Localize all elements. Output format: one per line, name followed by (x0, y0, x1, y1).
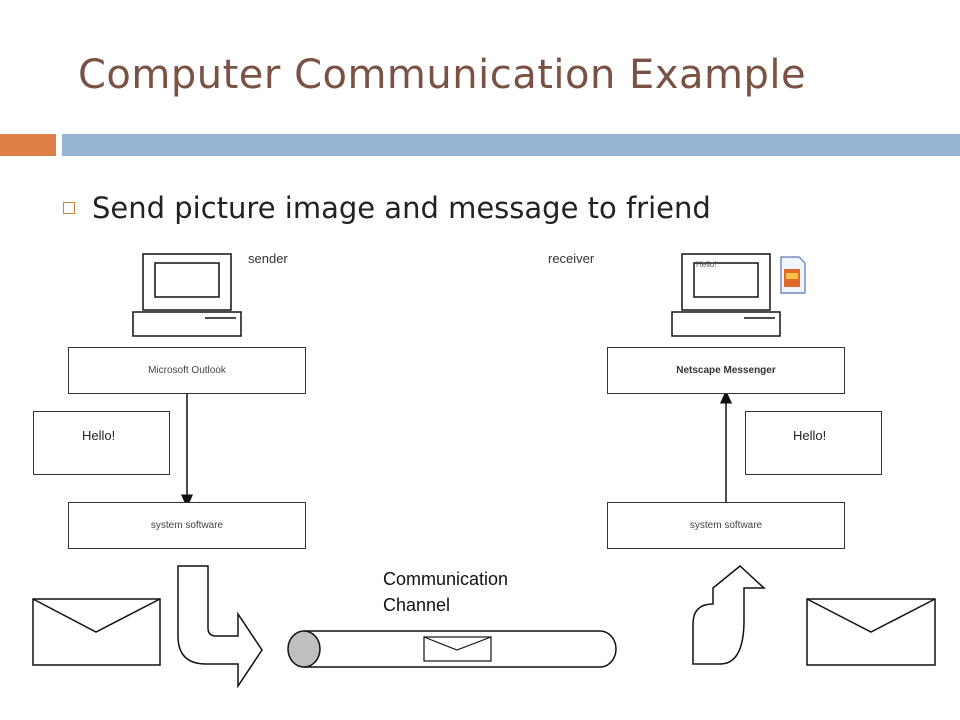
header-bar (62, 134, 960, 156)
sender-app-label: Microsoft Outlook (148, 365, 226, 376)
receiver-label: receiver (548, 251, 595, 266)
receiver-message-box: Hello! (745, 411, 882, 475)
receiver-computer-icon (671, 253, 781, 337)
curved-arrow-icon (692, 565, 766, 665)
sender-system-label: system software (150, 520, 224, 531)
image-file-icon (780, 256, 806, 294)
curved-arrow-icon (177, 565, 263, 689)
pipe-icon (287, 630, 617, 668)
receiver-system-label: system software (689, 520, 763, 531)
screen-message: Hello! (696, 260, 717, 269)
slide-title: Computer Communication Example (78, 52, 807, 98)
receiver-app-box: Netscape Messenger (607, 347, 845, 394)
envelope-icon (32, 598, 161, 666)
receiver-message: Hello! (793, 428, 827, 443)
bullet-icon (63, 202, 75, 214)
sender-message-box: Hello! (33, 411, 170, 475)
header-bar-accent (0, 134, 56, 156)
channel-label-line2: Channel (383, 595, 451, 615)
sender-computer-icon (132, 253, 242, 337)
sender-app-box: Microsoft Outlook (68, 347, 306, 394)
bullet-text: Send picture image and message to friend (92, 191, 711, 225)
receiver-app-label: Netscape Messenger (676, 365, 776, 376)
sender-label: sender (248, 251, 288, 266)
channel-label: Communication Channel (383, 566, 508, 618)
envelope-icon (806, 598, 936, 666)
sender-system-box: system software (68, 502, 306, 549)
channel-label-line1: Communication (383, 569, 509, 589)
sender-message: Hello! (82, 428, 116, 443)
receiver-system-box: system software (607, 502, 845, 549)
